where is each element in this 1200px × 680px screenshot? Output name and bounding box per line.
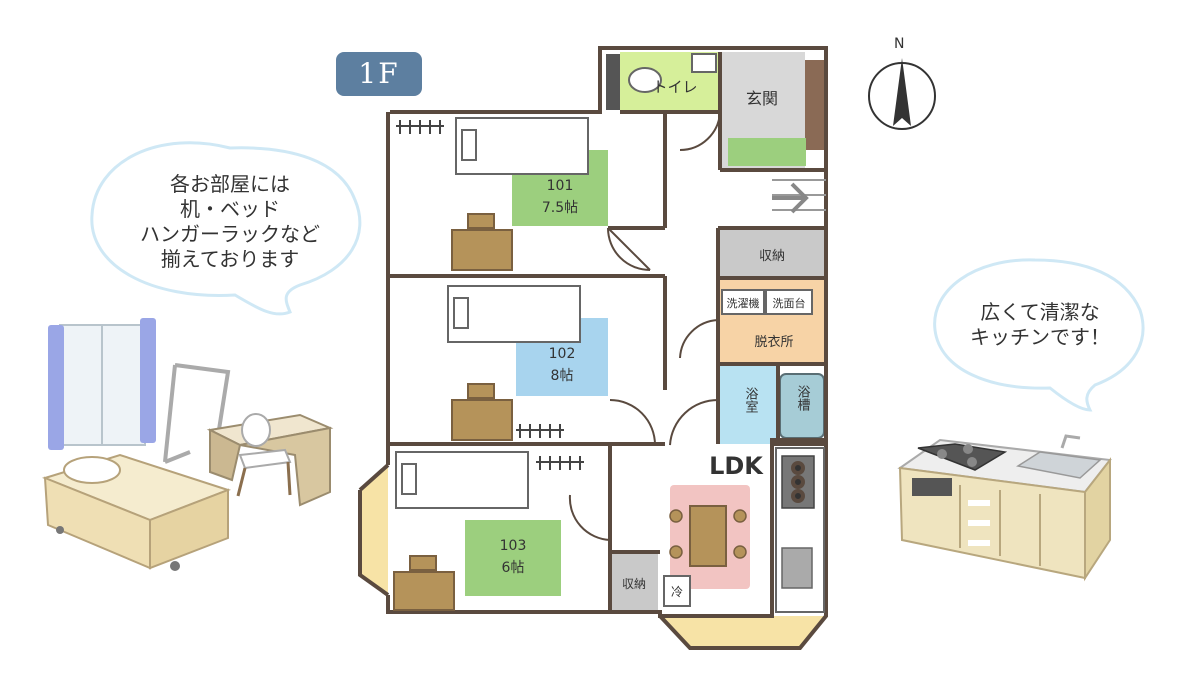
bathroom-label: 浴室 [743,387,759,413]
right-bubble-text: 広くて清潔な キッチンです！ [945,300,1135,350]
fridge-label: 冷 [671,585,683,599]
bay-window-103 [360,465,388,595]
right-speech-bubble [933,258,1145,412]
washer-label: 洗濯機 [727,296,760,310]
ldk-label: LDK [709,452,764,480]
right-bubble-line: キッチンです！ [970,325,1110,349]
dressing-label: 脱衣所 [754,334,793,350]
compass-rose [868,58,936,130]
left-bubble-line: 各お部屋には [170,172,290,196]
shoe-cabinet [805,60,825,150]
storage-lower-label: 収納 [622,577,646,591]
left-speech-bubble [90,141,362,316]
bathroom-area [718,366,776,444]
washbasin-label: 洗面台 [773,296,806,310]
room-102-number: 102 [549,346,576,362]
room-102-size: 8帖 [551,368,574,384]
bathtub-label: 浴槽 [795,385,811,412]
right-bubble-line: 広くて清潔な [980,300,1100,324]
room-103-number: 103 [500,538,527,554]
upper-storage-area [718,228,826,278]
left-bubble-line: 机・ベッド [180,197,280,221]
lower-storage-area [610,552,658,612]
room-101-size: 7.5帖 [542,200,578,216]
compass-north-label: N [894,36,905,52]
room-101-number: 101 [547,178,574,194]
room-103-size: 6帖 [502,560,525,576]
entrance-mat [728,138,806,166]
storage-upper-label: 収納 [759,249,785,264]
bay-window-ldk [660,616,826,648]
left-bubble-line: 揃えております [160,247,300,271]
floor-plan [358,46,828,650]
left-bubble-text: 各お部屋には 机・ベッド ハンガーラックなど 揃えております [110,172,350,272]
rug-103 [465,520,561,596]
entrance-label: 玄関 [746,89,778,108]
kitchen-illustration [897,434,1112,582]
bedroom-illustration [41,318,334,571]
toilet-label: トイレ [652,78,697,96]
floor-badge: 1F [336,52,422,96]
left-bubble-line: ハンガーラックなど [140,222,320,246]
room-labels: トイレ 玄関 収納 洗濯機 洗面台 脱衣所 浴室 浴槽 LDK 収納 冷 101… [500,78,810,599]
